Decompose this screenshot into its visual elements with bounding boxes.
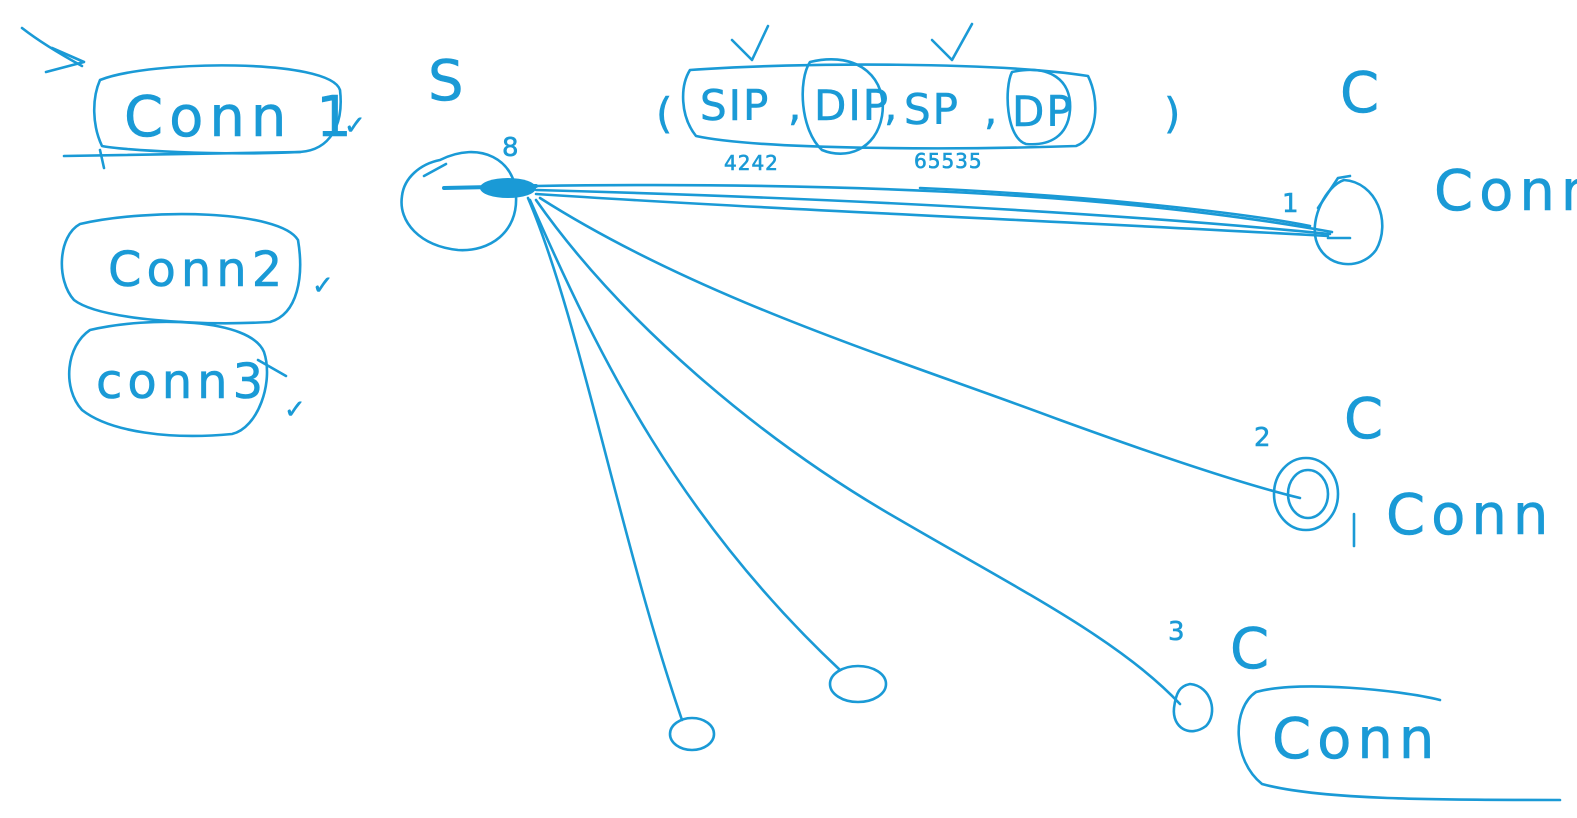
sp-value: 65535 bbox=[914, 149, 983, 173]
connection-count: 8 bbox=[502, 133, 520, 163]
server-connection-label: Conn 1 bbox=[124, 85, 358, 150]
checkmark: ✓ bbox=[344, 111, 367, 141]
client-label: C bbox=[1340, 61, 1385, 126]
client-number: 3 bbox=[1168, 617, 1186, 647]
client-2: 2 C Conn bbox=[538, 196, 1554, 548]
server-connection-label: conn3 bbox=[96, 354, 268, 410]
tuple-separator: , bbox=[884, 81, 899, 130]
server-connection-1: Conn 1 ✓ bbox=[62, 64, 367, 170]
pointer-arrow bbox=[20, 26, 86, 74]
tuple-dip: DIP bbox=[814, 81, 890, 130]
client-label: C bbox=[1230, 617, 1275, 682]
open-paren: ( bbox=[656, 89, 674, 138]
tuple-separator: , bbox=[788, 81, 803, 130]
client-number: 2 bbox=[1254, 423, 1272, 453]
server-connection-2: Conn2 ✓ bbox=[60, 212, 335, 325]
tuple-dp: DP bbox=[1012, 87, 1074, 136]
client-connection-label: Conn bbox=[1386, 483, 1554, 548]
client-3: 3 C Conn bbox=[534, 198, 1562, 802]
server-label: S bbox=[428, 49, 470, 114]
checkmark: ✓ bbox=[312, 271, 335, 301]
four-tuple: ( SIP , DIP , SP , DP ) 4242 65535 bbox=[656, 22, 1182, 175]
client-connection-label: Conn bbox=[1272, 707, 1440, 772]
checkmark bbox=[930, 22, 974, 62]
checkmark: ✓ bbox=[284, 395, 307, 425]
server-connection-3: conn3 ✓ bbox=[67, 320, 307, 438]
client-label: C bbox=[1344, 387, 1389, 452]
client-1: 1 C Conn bbox=[534, 61, 1577, 266]
tuple-sp: SP bbox=[904, 85, 960, 134]
unlabeled-client-b bbox=[526, 196, 716, 752]
tuple-separator: , bbox=[984, 85, 999, 134]
close-paren: ) bbox=[1164, 89, 1182, 138]
client-number: 1 bbox=[1282, 189, 1300, 219]
server-connection-label: Conn2 bbox=[108, 242, 287, 298]
tuple-sip: SIP bbox=[700, 81, 770, 130]
server-node: S 8 bbox=[400, 49, 538, 252]
sip-value: 4242 bbox=[724, 151, 779, 175]
unlabeled-client-a bbox=[528, 198, 888, 704]
client-connection-label: Conn bbox=[1434, 159, 1577, 224]
checkmark bbox=[730, 24, 770, 62]
